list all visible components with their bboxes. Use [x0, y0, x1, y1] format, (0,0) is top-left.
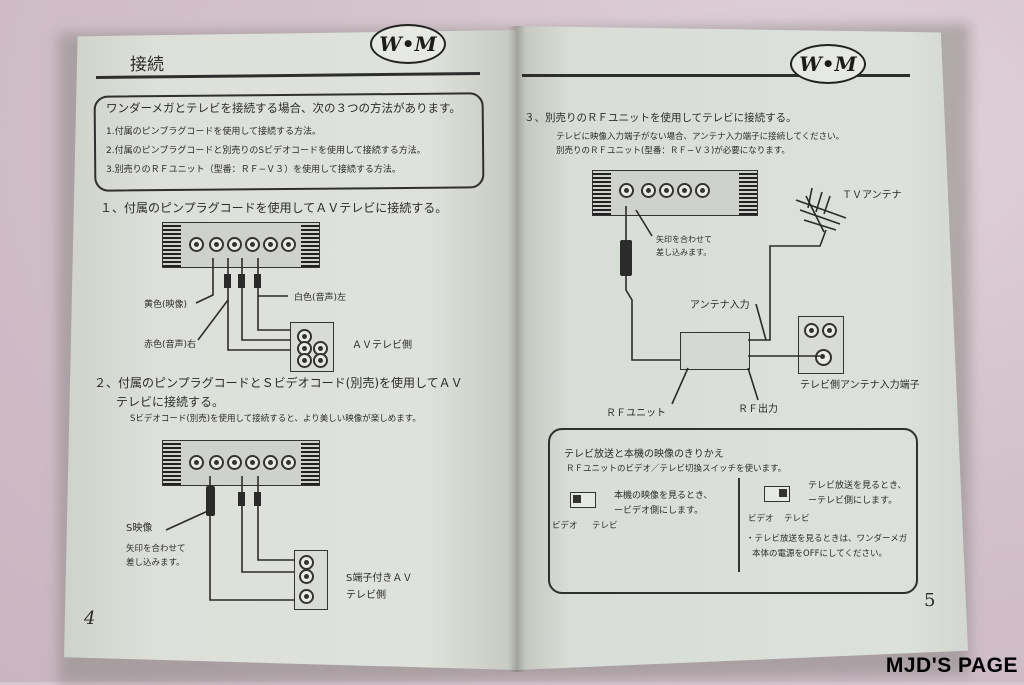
switch-box-divider — [738, 478, 740, 572]
left-page-heading: 接続 — [130, 55, 164, 75]
label-rf-unit: ＲＦユニット — [606, 408, 666, 419]
switch-left-text-2: ービデオ側にします。 — [614, 506, 704, 516]
section2-title-line1: ２、付属のピンプラグコードとＳビデオコード(別売)を使用してＡＶ — [94, 376, 463, 390]
intro-line-1: ワンダーメガとテレビを接続する場合、次の３つの方法があります。 — [106, 101, 461, 115]
wm-logo-left: W•M — [370, 24, 446, 64]
label-white-audio-left: 白色(音声)左 — [294, 293, 347, 303]
switch-right-note-2: 本体の電源をOFFにしてください。 — [752, 549, 887, 559]
switch-right-text-1: テレビ放送を見るとき、 — [808, 481, 907, 491]
switch-box-title: テレビ放送と本機の映像のきりかえ — [564, 449, 724, 460]
wm-logo-right: W•M — [790, 44, 866, 84]
label-red-audio-right: 赤色(音声)右 — [144, 340, 197, 350]
switch-right-label-tv: テレビ — [784, 514, 810, 524]
label-s-video: S映像 — [126, 523, 153, 534]
tv-antenna-terminal-panel — [798, 316, 844, 374]
av-tv-panel — [290, 322, 334, 372]
switch-right-label-video: ビデオ — [748, 514, 774, 524]
label-s-terminal-tv-1: S端子付きＡＶ — [346, 573, 413, 584]
rf-unit — [680, 332, 750, 370]
intro-line-4: 3.別売りのＲＦユニット（型番：ＲＦ−Ｖ３）を使用して接続する方法。 — [106, 165, 401, 175]
section1-title: １、付属のピンプラグコードを使用してＡＶテレビに接続する。 — [100, 201, 448, 215]
right-heading-rule — [522, 74, 910, 77]
switch-left-label-tv: テレビ — [592, 521, 618, 531]
label-rf-output: ＲＦ出力 — [738, 404, 778, 415]
section3-note-2: 別売りのＲＦユニット(型番：ＲＦ−Ｖ３)が必要になります。 — [556, 146, 790, 156]
switch-instructions-box — [548, 428, 918, 594]
console-rear-panel-2 — [162, 440, 320, 486]
label-arrow-align-2: 差し込みます。 — [126, 558, 185, 568]
page-number-right: 5 — [924, 590, 936, 611]
label-arrow-align-1: 矢印を合わせて — [126, 544, 186, 554]
label-tv-antenna: ＴＶアンテナ — [842, 190, 902, 201]
label-s-terminal-tv-2: テレビ側 — [346, 590, 386, 601]
section3-title: ３、別売りのＲＦユニットを使用してテレビに接続する。 — [524, 112, 797, 124]
label-antenna-input: アンテナ入力 — [690, 300, 750, 311]
console-rear-panel-3 — [592, 170, 758, 216]
label-yellow-video: 黄色(映像) — [144, 300, 188, 310]
label-arrow-align-rf-1: 矢印を合わせて — [656, 235, 712, 244]
label-tv-antenna-terminal: テレビ側アンテナ入力端子 — [800, 380, 920, 391]
section2-note: Sビデオコード(別売)を使用して接続すると、より美しい映像が楽しめます。 — [130, 414, 421, 424]
s-video-tv-panel — [294, 550, 328, 610]
section2-title-line2: テレビに接続する。 — [116, 395, 225, 409]
intro-line-3: 2.付属のピンプラグコードと別売りのSビデオコードを使用して接続する方法。 — [106, 146, 426, 156]
switch-tv-position-icon — [764, 486, 790, 502]
page-number-left: 4 — [84, 608, 96, 629]
label-arrow-align-rf-2: 差し込みます。 — [656, 248, 712, 257]
switch-video-position-icon — [570, 492, 596, 508]
section3-note-1: テレビに映像入力端子がない場合、アンテナ入力端子に接続してください。 — [556, 132, 845, 142]
switch-right-text-2: ーテレビ側にします。 — [808, 496, 898, 506]
label-av-tv-side: ＡＶテレビ側 — [352, 340, 412, 351]
switch-box-subtitle: ＲＦユニットのビデオ／テレビ切換スイッチを使います。 — [566, 464, 787, 474]
console-rear-panel-1 — [162, 222, 320, 268]
booklet-gutter — [508, 26, 526, 672]
watermark-text: MJD'S PAGE — [885, 654, 1018, 677]
switch-right-note-1: ・テレビ放送を見るときは、ワンダーメガ — [746, 534, 908, 544]
switch-left-text-1: 本機の映像を見るとき、 — [614, 491, 713, 501]
intro-line-2: 1.付属のピンプラグコードを使用して接続する方法。 — [106, 127, 322, 137]
switch-left-label-video: ビデオ — [552, 521, 578, 531]
